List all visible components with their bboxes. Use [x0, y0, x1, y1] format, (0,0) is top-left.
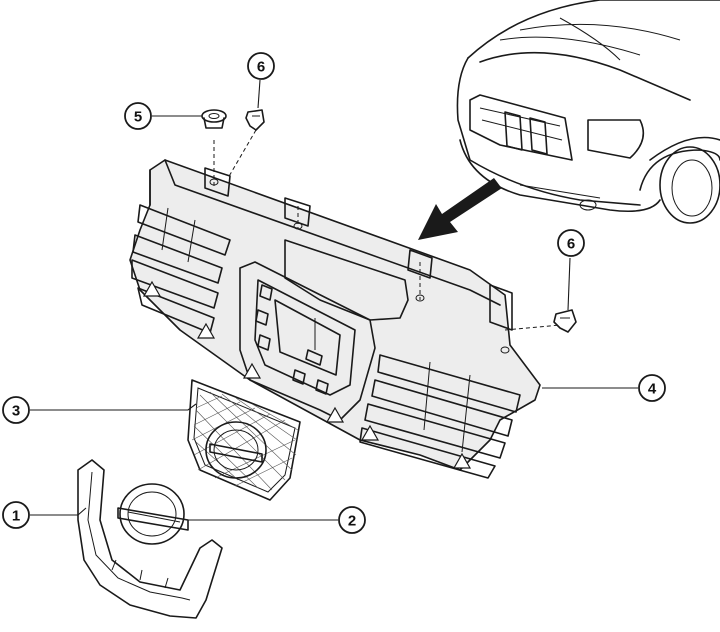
grille-mesh-insert [187, 379, 301, 501]
vehicle-front-view [456, 0, 720, 224]
callout-2: 2 [338, 506, 366, 534]
svg-text:4: 4 [648, 381, 657, 398]
callout-1: 1 [2, 501, 30, 529]
callout-6-top: 6 [247, 52, 275, 80]
grille-clip-part-6-right [553, 309, 577, 333]
leader-lines [30, 79, 638, 521]
direction-arrow [418, 178, 502, 240]
svg-text:5: 5 [134, 109, 142, 126]
svg-text:1: 1 [12, 508, 20, 525]
grille-clip-part-6-top [245, 109, 265, 131]
callout-6-right: 6 [557, 229, 585, 257]
clip-location-marks [142, 280, 472, 469]
grille-clip-part-5 [201, 109, 227, 129]
nissan-emblem [117, 483, 189, 545]
svg-text:3: 3 [12, 403, 20, 420]
lower-grille-trim [77, 459, 223, 619]
svg-text:6: 6 [257, 59, 265, 76]
callout-3: 3 [2, 396, 30, 424]
svg-text:2: 2 [348, 513, 356, 530]
front-grille-assembly [129, 129, 561, 479]
callout-5: 5 [124, 102, 152, 130]
callout-4: 4 [638, 374, 666, 402]
svg-text:6: 6 [567, 236, 575, 253]
